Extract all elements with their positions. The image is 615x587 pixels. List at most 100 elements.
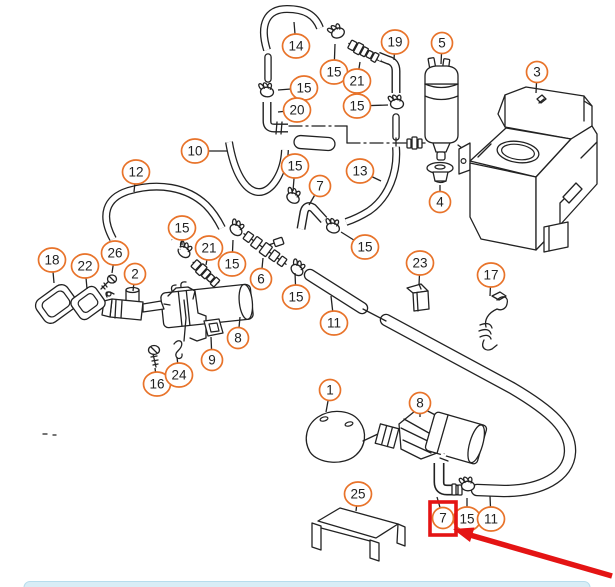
t-connector-6	[242, 230, 288, 268]
svg-text:12: 12	[128, 165, 143, 180]
callout-5[interactable]: 5	[430, 31, 454, 55]
callout-15[interactable]: 15	[350, 234, 380, 260]
callout-15[interactable]: 15	[280, 153, 310, 179]
callout-21[interactable]: 21	[194, 235, 224, 261]
hex-fitting	[374, 423, 400, 449]
svg-text:6: 6	[257, 272, 265, 287]
highlight-arrow-shaft	[469, 532, 613, 579]
clear-tube-segment	[293, 134, 336, 152]
jet-housing-2	[101, 286, 171, 321]
svg-text:15: 15	[459, 512, 474, 527]
callout-26[interactable]: 26	[100, 240, 130, 266]
callout-15[interactable]: 15	[289, 75, 319, 101]
callout-2[interactable]: 2	[123, 262, 147, 286]
svg-text:15: 15	[296, 81, 311, 96]
svg-text:15: 15	[224, 257, 239, 272]
callout-11[interactable]: 11	[319, 310, 349, 336]
svg-text:13: 13	[352, 164, 367, 179]
washer-pump-top	[406, 57, 459, 184]
svg-text:1: 1	[326, 383, 334, 398]
tank-front-face	[469, 162, 537, 251]
svg-text:15: 15	[174, 221, 189, 236]
callout-8[interactable]: 8	[408, 391, 432, 415]
callout-1[interactable]: 1	[318, 378, 342, 402]
svg-text:24: 24	[171, 368, 187, 383]
svg-text:10: 10	[187, 144, 202, 159]
bottom-pump-assembly	[305, 406, 488, 496]
svg-text:21: 21	[201, 241, 216, 256]
svg-text:23: 23	[412, 256, 427, 271]
tapered-connector-21-mid	[188, 257, 222, 289]
callout-6[interactable]: 6	[249, 267, 273, 291]
callout-15[interactable]: 15	[319, 59, 349, 85]
svg-text:3: 3	[533, 65, 541, 80]
svg-text:11: 11	[484, 512, 498, 527]
svg-text:26: 26	[107, 246, 122, 261]
reservoir-tank	[458, 86, 598, 253]
callout-24[interactable]: 24	[164, 362, 194, 388]
connector-fittings	[171, 21, 405, 292]
highlight-arrow-head	[453, 527, 475, 542]
callout-15[interactable]: 15	[452, 506, 482, 532]
svg-text:7: 7	[439, 511, 447, 526]
svg-text:7: 7	[316, 179, 324, 194]
svg-text:14: 14	[288, 39, 304, 54]
pump-cap	[424, 65, 459, 85]
hook-17	[478, 291, 509, 351]
callout-15[interactable]: 15	[281, 284, 311, 310]
callout-25[interactable]: 25	[343, 481, 373, 507]
callout-10[interactable]: 10	[180, 138, 210, 164]
callout-3[interactable]: 3	[525, 60, 549, 84]
callout-15[interactable]: 15	[167, 215, 197, 241]
callout-8[interactable]: 8	[226, 326, 250, 350]
callout-22[interactable]: 22	[70, 253, 100, 279]
tapered-connector-21-top	[345, 37, 381, 65]
pump-body	[424, 83, 459, 144]
callout-12[interactable]: 12	[121, 159, 151, 185]
screw-16	[147, 344, 161, 368]
callout-7[interactable]: 7	[308, 174, 332, 198]
callout-17[interactable]: 17	[476, 262, 506, 288]
svg-text:15: 15	[349, 99, 364, 114]
svg-text:2: 2	[131, 267, 139, 282]
callout-11[interactable]: 11	[476, 506, 506, 532]
svg-text:16: 16	[149, 377, 164, 392]
grommet-9	[203, 318, 224, 337]
callout-18[interactable]: 18	[37, 247, 67, 273]
callout-9[interactable]: 9	[200, 348, 224, 372]
callout-7[interactable]: 7	[431, 506, 455, 530]
callout-15[interactable]: 15	[342, 93, 372, 119]
callout-15[interactable]: 15	[217, 251, 247, 277]
callout-19[interactable]: 19	[380, 29, 410, 55]
svg-text:22: 22	[77, 259, 92, 274]
svg-text:15: 15	[288, 290, 303, 305]
callout-23[interactable]: 23	[405, 250, 435, 276]
svg-text:11: 11	[327, 316, 341, 331]
callout-20[interactable]: 20	[282, 97, 312, 123]
svg-text:5: 5	[438, 36, 446, 51]
tank-foot	[543, 221, 569, 253]
clip-23	[406, 283, 430, 312]
svg-text:4: 4	[436, 195, 444, 210]
svg-text:17: 17	[483, 268, 498, 283]
nozzle-body-1	[305, 410, 366, 463]
callout-4[interactable]: 4	[428, 190, 452, 214]
bracket-25	[311, 507, 406, 562]
screw-26	[100, 274, 118, 290]
filler-opening	[496, 140, 540, 164]
red-highlight-annotation	[428, 500, 613, 579]
svg-text:21: 21	[349, 74, 364, 89]
callout-14[interactable]: 14	[281, 33, 311, 59]
highlight-box-part-7	[428, 500, 458, 537]
clip-24	[173, 340, 183, 360]
svg-text:8: 8	[416, 396, 424, 411]
svg-text:8: 8	[234, 331, 242, 346]
pump-cylinder-bottom	[424, 411, 488, 465]
nozzle-cap-22	[70, 285, 106, 321]
svg-text:20: 20	[289, 103, 304, 118]
callout-13[interactable]: 13	[345, 158, 375, 184]
grommet-4	[426, 161, 454, 184]
svg-text:15: 15	[326, 65, 341, 80]
callout-21[interactable]: 21	[342, 68, 372, 94]
